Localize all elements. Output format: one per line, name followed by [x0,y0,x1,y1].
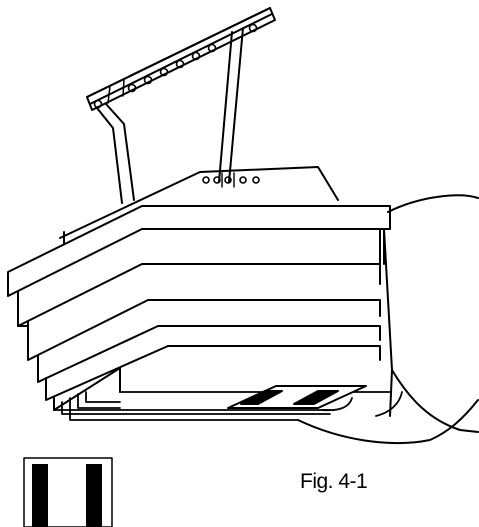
light-lens-panel [228,386,366,410]
bracket-holes [95,25,257,108]
connector-symbol [24,458,112,527]
motor-housing [8,206,392,416]
figure-caption: Fig. 4-1 [300,470,368,493]
hand-illustration [298,195,478,443]
hanging-strap-right [219,28,243,182]
motor-top-plate [60,167,338,246]
top-plate-holes [203,173,259,187]
hanging-strap-left [97,104,134,203]
angle-iron-bracket [87,8,275,110]
